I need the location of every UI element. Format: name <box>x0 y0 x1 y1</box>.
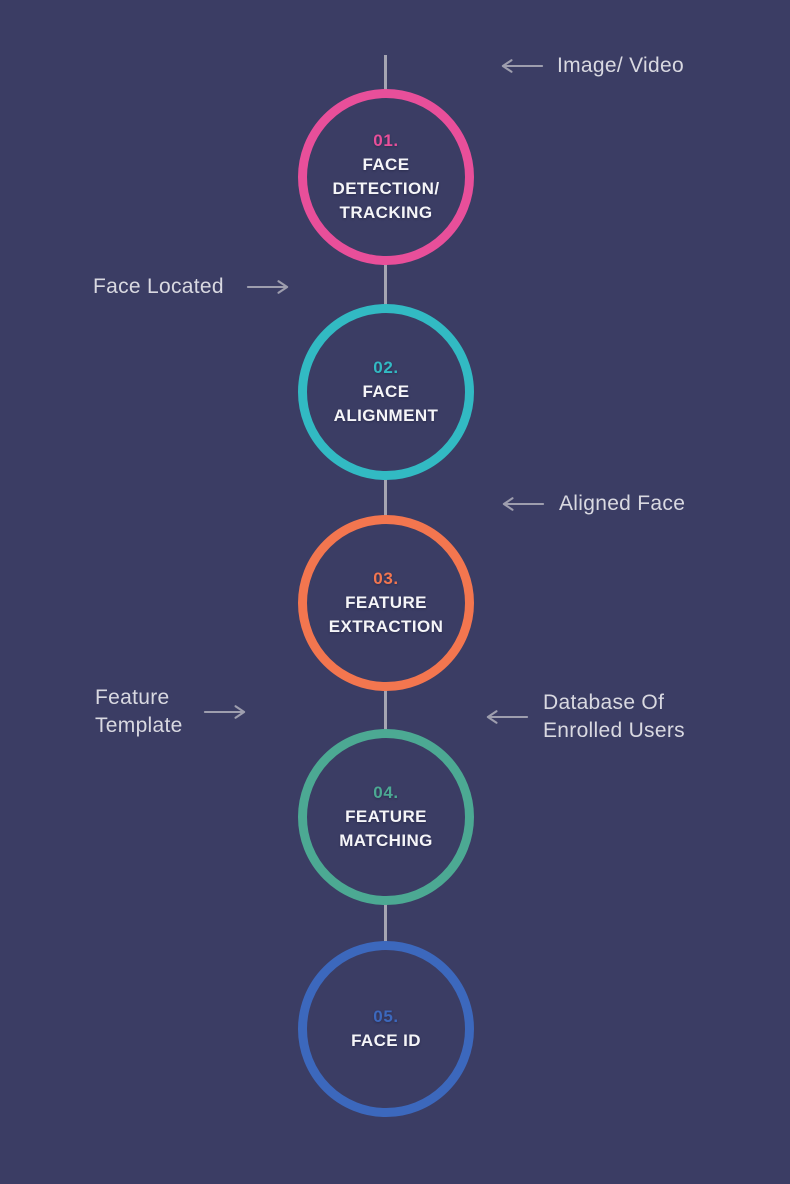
step-label: FEATURE MATCHING <box>339 807 433 850</box>
pipeline-step-feature-extraction: 03. FEATURE EXTRACTION <box>298 515 474 691</box>
pipeline-step-face-id: 05. FACE ID <box>298 941 474 1117</box>
connector-line <box>384 263 387 306</box>
step-number: 01. <box>373 131 399 150</box>
step-label: FACE ALIGNMENT <box>333 382 439 425</box>
annotation-database-enrolled-users: Database Of Enrolled Users <box>485 689 685 745</box>
annotation-feature-template: Feature Template <box>95 684 247 740</box>
left-arrow-icon <box>485 709 529 725</box>
right-arrow-icon <box>246 279 290 295</box>
pipeline-step-face-alignment: 02. FACE ALIGNMENT <box>298 304 474 480</box>
step-number: 05. <box>373 1007 399 1026</box>
annotation-label: Image/ Video <box>557 54 684 77</box>
connector-line <box>384 478 387 517</box>
connector-line <box>384 689 387 731</box>
left-arrow-icon <box>501 496 545 512</box>
step-number: 02. <box>373 358 399 377</box>
step-label: FACE ID <box>351 1031 421 1050</box>
annotation-image-video: Image/ Video <box>500 50 684 82</box>
pipeline-step-face-detection: 01. FACE DETECTION/ TRACKING <box>298 89 474 265</box>
annotation-aligned-face: Aligned Face <box>501 488 685 520</box>
pipeline-step-feature-matching: 04. FEATURE MATCHING <box>298 729 474 905</box>
step-label: FACE DETECTION/ TRACKING <box>332 155 440 222</box>
annotation-face-located: Face Located <box>93 271 290 303</box>
annotation-label: Face Located <box>93 275 224 298</box>
connector-line <box>384 903 387 943</box>
connector-line <box>384 55 387 92</box>
annotation-label: Database Of Enrolled Users <box>543 691 685 742</box>
right-arrow-icon <box>203 704 247 720</box>
step-label: FEATURE EXTRACTION <box>328 593 444 636</box>
step-number: 04. <box>373 783 399 802</box>
annotation-label: Aligned Face <box>559 492 686 515</box>
step-number: 03. <box>373 569 399 588</box>
annotation-label: Feature Template <box>95 686 183 737</box>
left-arrow-icon <box>500 58 544 74</box>
